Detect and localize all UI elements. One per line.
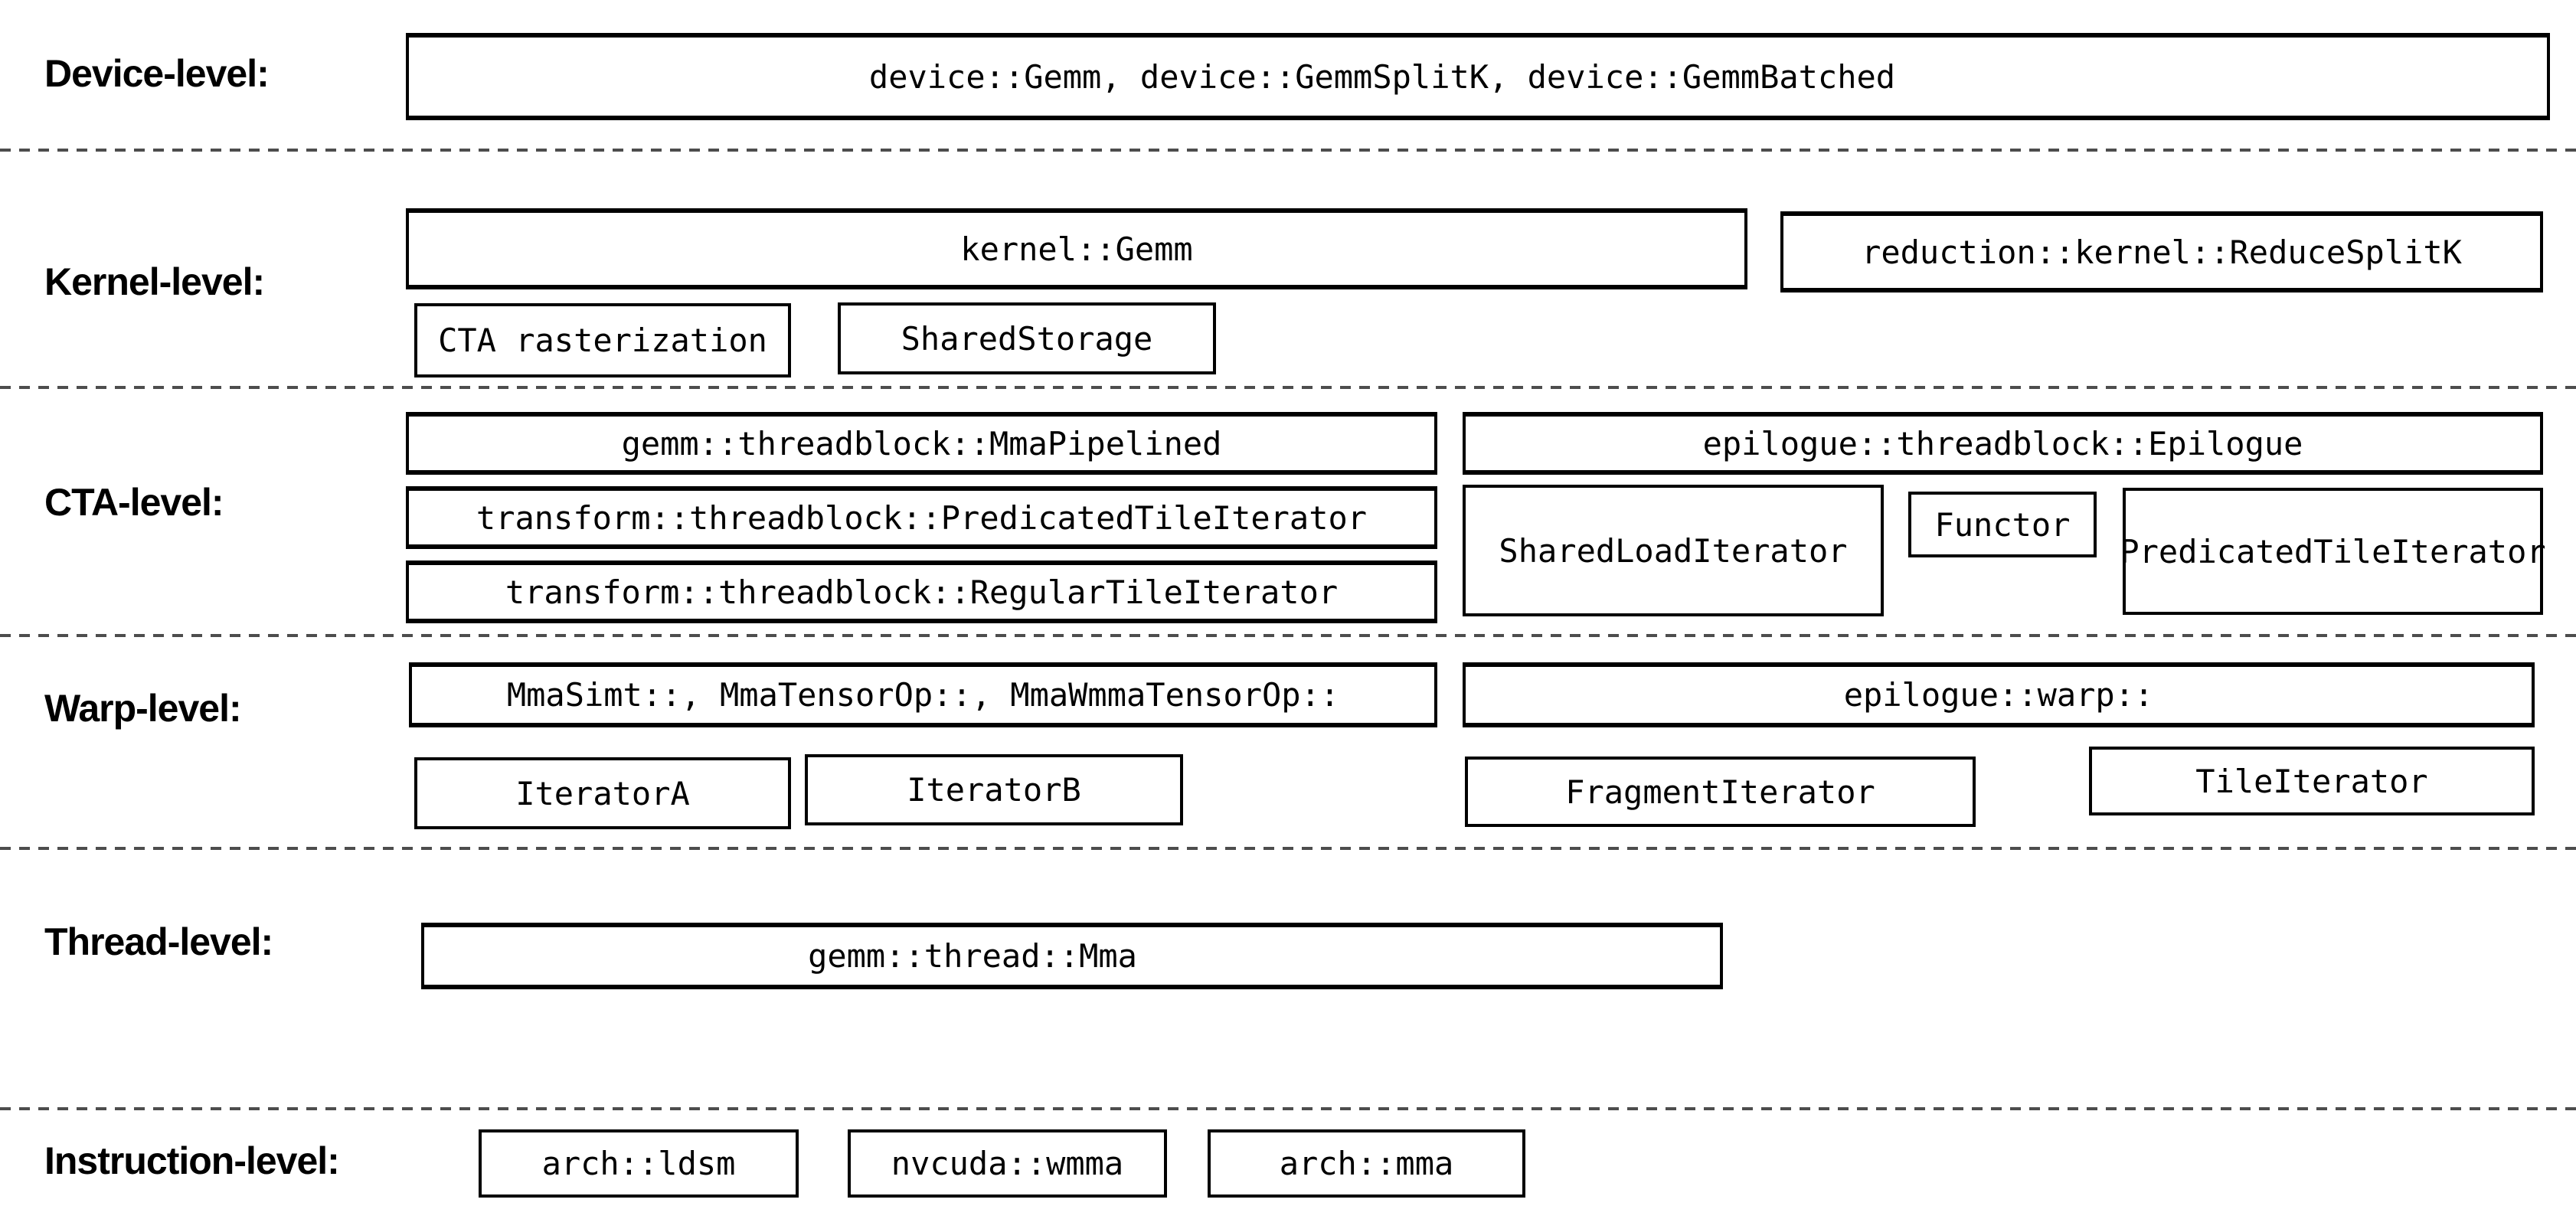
dashed-separator <box>0 386 2576 389</box>
box-epilogue: epilogue::threadblock::Epilogue <box>1463 412 2543 475</box>
box-gemm-thread-mma: gemm::thread::Mma <box>421 923 1723 989</box>
box-device-gemm: device::Gemm, device::GemmSplitK, device… <box>406 33 2550 120</box>
box-mma-simt-tensorop: MmaSimt::, MmaTensorOp::, MmaWmmaTensorO… <box>409 662 1437 727</box>
box-nvcuda-wmma: nvcuda::wmma <box>848 1129 1167 1198</box>
box-shared-storage: SharedStorage <box>838 302 1216 374</box>
box-tile-iterator: TileIterator <box>2089 747 2535 815</box>
label-warp-level: Warp-level: <box>44 687 242 730</box>
label-cta-level: CTA-level: <box>44 481 224 524</box>
box-functor: Functor <box>1908 492 2097 557</box>
label-thread-level: Thread-level: <box>44 920 273 963</box>
dashed-separator <box>0 1107 2576 1110</box>
box-iterator-b: IteratorB <box>805 754 1183 825</box>
box-shared-load-iterator: SharedLoadIterator <box>1463 485 1884 616</box>
box-regular-tile-iterator: transform::threadblock::RegularTileItera… <box>406 560 1437 623</box>
label-instruction-level: Instruction-level: <box>44 1139 340 1182</box>
box-epilogue-warp: epilogue::warp:: <box>1463 662 2535 727</box>
dashed-separator <box>0 634 2576 637</box>
dashed-separator <box>0 847 2576 850</box>
box-reduce-splitk: reduction::kernel::ReduceSplitK <box>1780 211 2543 292</box>
box-cta-rasterization: CTA rasterization <box>414 303 791 377</box>
dashed-separator <box>0 149 2576 152</box>
box-arch-ldsm: arch::ldsm <box>479 1129 799 1198</box>
box-epilogue-predicated-tile-iterator: PredicatedTileIterator <box>2120 488 2546 615</box>
box-kernel-gemm: kernel::Gemm <box>406 208 1747 289</box>
box-predicated-tile-iterator: transform::threadblock::PredicatedTileIt… <box>406 486 1437 549</box>
box-mma-pipelined: gemm::threadblock::MmaPipelined <box>406 412 1437 475</box>
box-fragment-iterator: FragmentIterator <box>1465 757 1976 827</box>
box-arch-mma: arch::mma <box>1208 1129 1525 1198</box>
label-kernel-level: Kernel-level: <box>44 260 265 303</box>
label-device-level: Device-level: <box>44 52 270 95</box>
box-iterator-a: IteratorA <box>414 757 791 829</box>
